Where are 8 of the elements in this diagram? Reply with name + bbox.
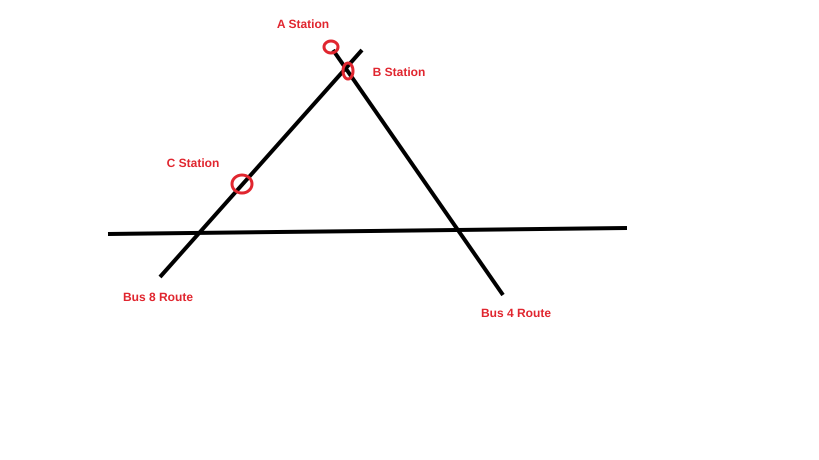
station-label: A Station bbox=[276, 17, 330, 31]
station-circle bbox=[229, 172, 255, 196]
station-label: B Station bbox=[372, 65, 426, 79]
route-label: Bus 8 Route bbox=[123, 290, 193, 304]
station-circle bbox=[321, 38, 341, 56]
station-circle bbox=[340, 60, 356, 82]
station-label: C Station bbox=[166, 156, 220, 170]
route-label: Bus 4 Route bbox=[481, 306, 551, 320]
